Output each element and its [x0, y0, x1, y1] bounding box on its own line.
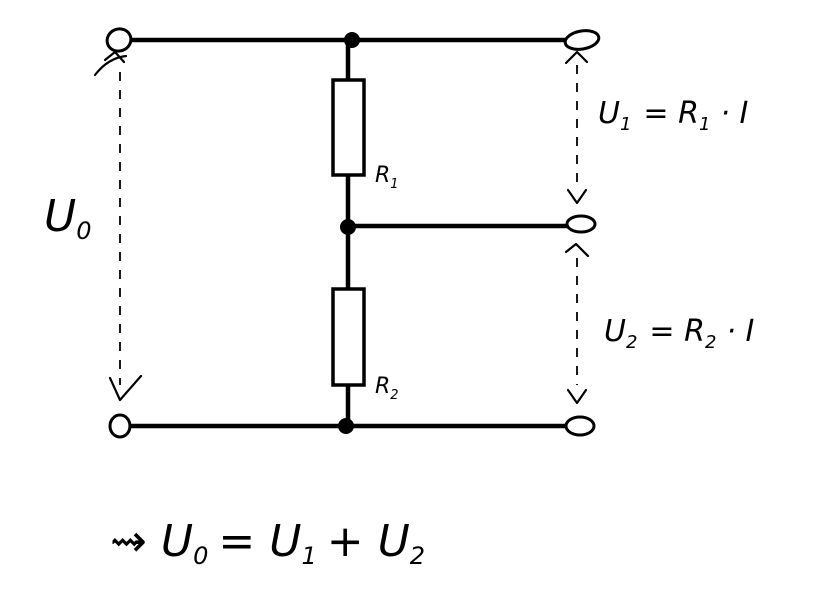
conclusion-equation: ⇝U0= U1+ U2	[110, 516, 425, 570]
u0-voltage-arrow	[93, 50, 143, 402]
terminal-bottom-left	[108, 413, 132, 439]
terminal-bottom-right	[564, 415, 596, 437]
terminal-top-right	[563, 29, 601, 51]
junction-bottom	[338, 418, 354, 434]
resistor-r1	[331, 78, 366, 177]
label-r1: R1	[375, 163, 399, 192]
label-u1-equation: U1= R1· I	[598, 96, 748, 135]
u2-voltage-arrow	[564, 242, 590, 405]
resistor-r2	[331, 287, 366, 387]
junction-middle	[340, 219, 356, 235]
label-u0: U0	[44, 191, 92, 245]
label-r2: R2	[375, 374, 399, 403]
terminal-middle-right	[565, 214, 597, 234]
label-u2-equation: U2= R2· I	[604, 314, 754, 353]
terminal-top-left	[105, 27, 133, 53]
junction-top	[344, 32, 360, 48]
u1-voltage-arrow	[564, 50, 589, 205]
